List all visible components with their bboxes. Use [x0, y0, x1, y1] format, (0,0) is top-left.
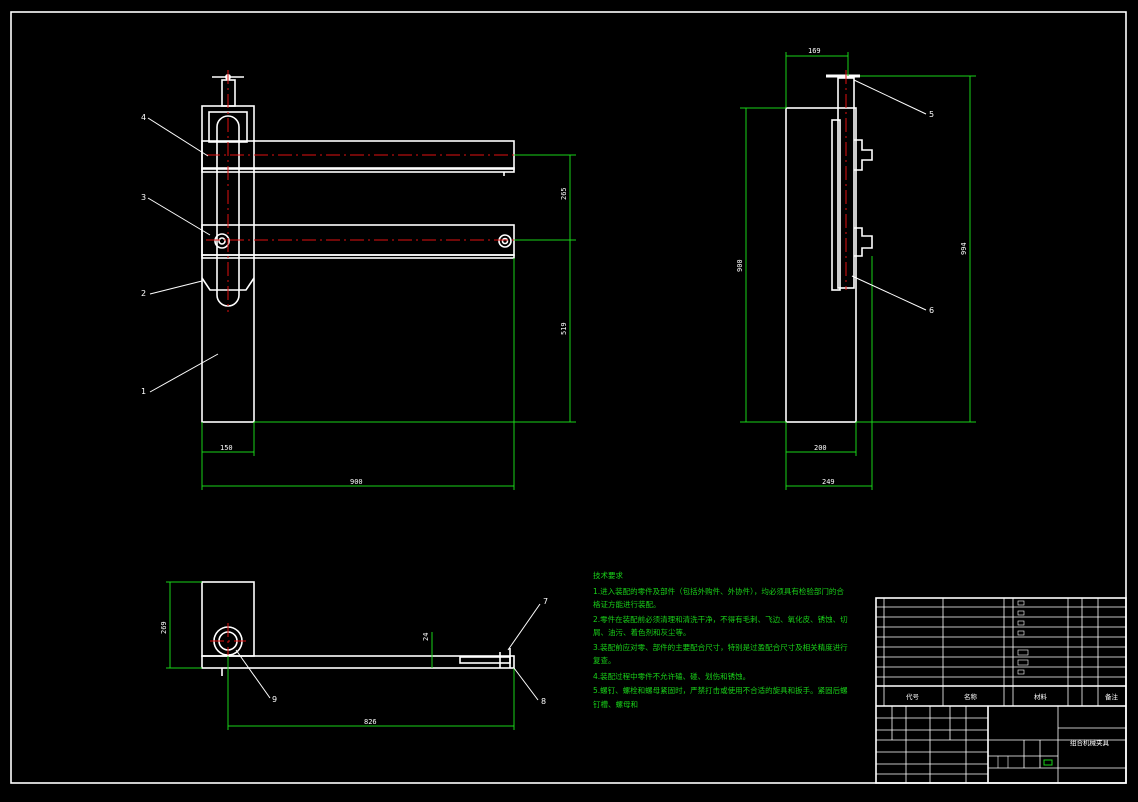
dim-top-width: 169	[808, 47, 821, 55]
header-remark: 备注	[1105, 692, 1119, 701]
leader-8	[513, 667, 539, 701]
side-bracket-lower	[854, 227, 873, 257]
dim-front-width: 900	[350, 478, 363, 486]
dim-overall-width: 249	[822, 478, 835, 486]
dim-lower-height: 519	[560, 322, 568, 335]
top-view: 269 826 24 7 8 9	[160, 581, 548, 730]
balloon-3: 3	[141, 193, 146, 202]
title-block: 代号 名称 材料 备注	[875, 597, 1127, 784]
top-arm-slot	[459, 656, 511, 664]
bolt-right-icon	[498, 234, 512, 248]
balloon-4: 4	[141, 113, 146, 122]
bolt-left-icon	[214, 233, 230, 249]
front-view: 265 519 150 900 4 3 2 1	[141, 70, 576, 490]
notes-line-9: 钉槽、螺母和	[593, 699, 638, 709]
leader-5	[853, 79, 927, 115]
balloon-5: 5	[929, 110, 934, 119]
parts-list	[876, 598, 1126, 706]
balloon-8: 8	[541, 697, 546, 706]
side-view: 169 900 994 200 249 5 6	[736, 47, 976, 490]
balloon-7: 7	[543, 597, 548, 606]
notes-line-6: 复查。	[593, 655, 616, 665]
leader-2	[149, 280, 203, 295]
upper-arm-edge	[201, 167, 515, 173]
balloon-1: 1	[141, 387, 146, 396]
notes-line-1: 1.进入装配的零件及部件（包括外购件、外协件），均必须具有检验部门的合	[593, 586, 844, 596]
side-bracket-upper	[854, 139, 873, 171]
balloon-9: 9	[272, 695, 277, 704]
top-arm	[201, 655, 515, 669]
drawing-title: 组合机械夹具	[1070, 738, 1110, 747]
notes-line-3: 2.零件在装配前必须清理和清洗干净，不得有毛刺、飞边、氧化皮、锈蚀、切	[593, 614, 848, 624]
header-material: 材料	[1034, 692, 1048, 701]
side-clamp-plate	[831, 119, 841, 291]
notes-line-8: 5.螺钉、螺栓和螺母紧固时，严禁打击或使用不合适的旋具和扳手。紧固后螺	[593, 685, 848, 695]
signature-grid	[876, 706, 1126, 783]
notes-line-7: 4.装配过程中零件不允许磕、碰、划伤和锈蚀。	[593, 671, 750, 681]
notes-title: 技术要求	[593, 570, 623, 580]
title-block-frame	[875, 597, 1127, 784]
leader-7	[507, 603, 541, 651]
leader-1	[149, 353, 219, 393]
dim-top-height: 269	[160, 621, 168, 634]
bolt-right-inner	[501, 237, 509, 245]
dim-upper-gap: 265	[560, 187, 568, 200]
bolt-left-inner	[218, 237, 226, 245]
leader-3	[147, 197, 211, 236]
header-code: 代号	[906, 692, 920, 701]
notes-line-5: 3.装配前应对零、部件的主要配合尺寸，特别是过盈配合尺寸及相关精度进行	[593, 642, 848, 652]
dim-overall-height: 994	[960, 242, 968, 255]
dim-top-small: 24	[422, 633, 430, 641]
dim-base-width: 200	[814, 444, 827, 452]
notes-line-4: 屑、油污、着色剂和灰尘等。	[593, 627, 691, 637]
dim-side-height: 900	[736, 259, 744, 272]
balloon-6: 6	[929, 306, 934, 315]
technical-notes: 技术要求 1.进入装配的零件及部件（包括外购件、外协件），均必须具有检验部门的合…	[593, 570, 848, 709]
dim-left-width: 150	[220, 444, 233, 452]
header-name: 名称	[964, 692, 978, 701]
leader-4	[147, 117, 209, 157]
leader-6	[851, 275, 927, 311]
top-column	[201, 581, 255, 657]
dim-top-length: 826	[364, 718, 377, 726]
balloon-2: 2	[141, 289, 146, 298]
hatched-section	[785, 107, 857, 423]
notes-line-2: 格证方能进行装配。	[593, 599, 661, 609]
sheet-border	[10, 11, 1127, 784]
leader-9	[235, 649, 271, 699]
lower-arm-edge	[201, 254, 515, 259]
